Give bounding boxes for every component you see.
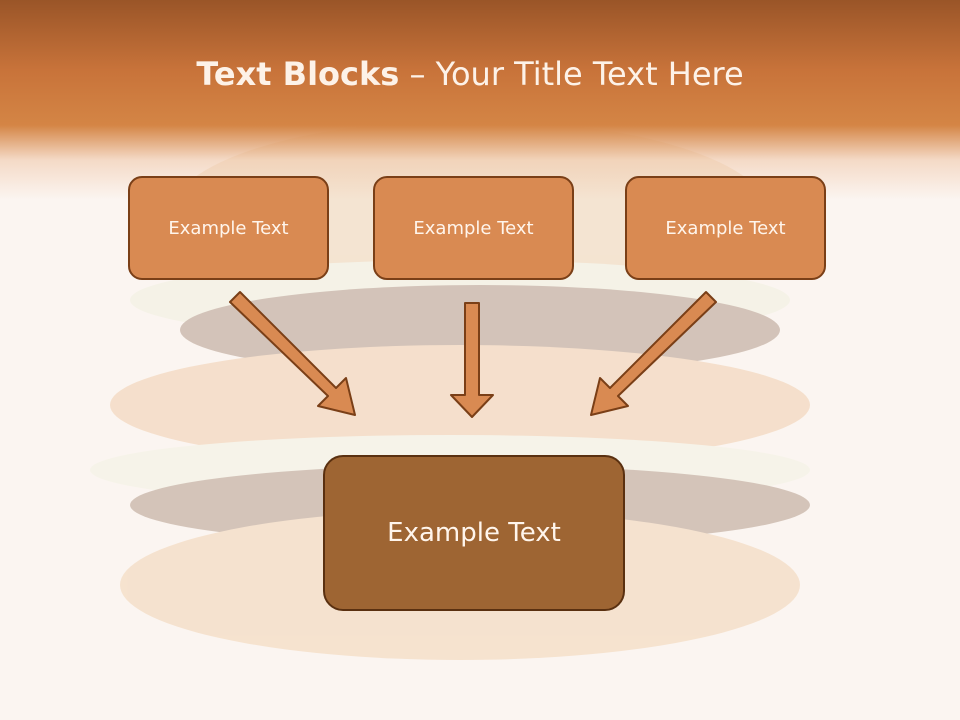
- arrow-left-icon: [229, 291, 356, 416]
- slide-title: Text Blocks – Your Title Text Here: [0, 55, 940, 93]
- header-band: [0, 0, 960, 200]
- text-block-left[interactable]: Example Text: [128, 176, 329, 280]
- text-block-right[interactable]: Example Text: [625, 176, 826, 280]
- text-block-bottom[interactable]: Example Text: [323, 455, 625, 611]
- arrow-right-icon: [590, 291, 717, 416]
- text-block-bottom-label: Example Text: [387, 518, 561, 548]
- text-block-left-label: Example Text: [168, 217, 289, 239]
- title-bold: Text Blocks: [196, 55, 400, 93]
- title-rest: – Your Title Text Here: [399, 55, 744, 93]
- text-block-middle-label: Example Text: [413, 217, 534, 239]
- arrow-middle-icon: [450, 302, 494, 418]
- text-block-right-label: Example Text: [665, 217, 786, 239]
- text-block-middle[interactable]: Example Text: [373, 176, 574, 280]
